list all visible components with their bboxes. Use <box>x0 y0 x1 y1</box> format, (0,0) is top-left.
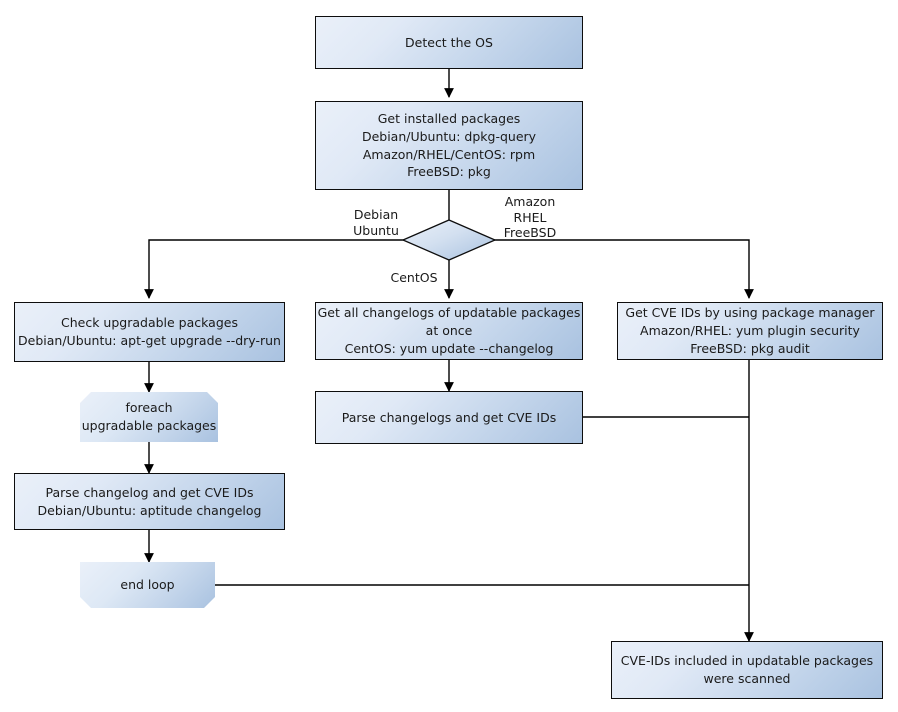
node-get-cve-ids-package-manager-label: Get CVE IDs by using package manager Ama… <box>625 305 875 356</box>
edge-decision-right <box>493 239 754 299</box>
node-parse-changelog-get-cve-ids[interactable]: Parse changelog and get CVE IDs Debian/U… <box>14 473 285 530</box>
node-check-upgradable-packages-label: Check upgradable packages Debian/Ubuntu:… <box>18 315 281 348</box>
edge-label-amazon-rhel-freebsd: Amazon RHEL FreeBSD <box>503 194 557 241</box>
node-get-installed-packages[interactable]: Get installed packages Debian/Ubuntu: dp… <box>315 101 583 190</box>
node-foreach-loop-start-label: foreach upgradable packages <box>81 400 217 433</box>
node-check-upgradable-packages[interactable]: Check upgradable packages Debian/Ubuntu:… <box>14 302 285 362</box>
node-cve-ids-scanned-label: CVE-IDs included in updatable packages w… <box>620 653 874 686</box>
node-get-cve-ids-package-manager[interactable]: Get CVE IDs by using package manager Ama… <box>617 302 883 360</box>
node-end-loop[interactable]: end loop <box>80 562 215 608</box>
node-cve-ids-scanned[interactable]: CVE-IDs included in updatable packages w… <box>611 641 883 699</box>
edge-label-debian-ubuntu: Debian Ubuntu <box>353 207 399 238</box>
edge-label-centos: CentOS <box>390 270 438 285</box>
edge-decision-left <box>144 239 405 299</box>
node-detect-os-label: Detect the OS <box>405 34 493 50</box>
node-parse-changelog-get-cve-ids-label: Parse changelog and get CVE IDs Debian/U… <box>37 484 262 518</box>
node-end-loop-label: end loop <box>120 577 175 593</box>
node-get-all-changelogs-label: Get all changelogs of updatable packages… <box>317 305 581 356</box>
node-detect-os[interactable]: Detect the OS <box>315 16 583 69</box>
node-parse-changelogs-get-cve-ids[interactable]: Parse changelogs and get CVE IDs <box>315 391 583 444</box>
node-parse-changelogs-get-cve-ids-label: Parse changelogs and get CVE IDs <box>341 409 557 425</box>
os-decision-diamond <box>401 219 497 261</box>
node-foreach-loop-start[interactable]: foreach upgradable packages <box>80 392 218 442</box>
node-get-all-changelogs[interactable]: Get all changelogs of updatable packages… <box>315 302 583 360</box>
node-get-installed-packages-label: Get installed packages Debian/Ubuntu: dp… <box>361 111 537 180</box>
